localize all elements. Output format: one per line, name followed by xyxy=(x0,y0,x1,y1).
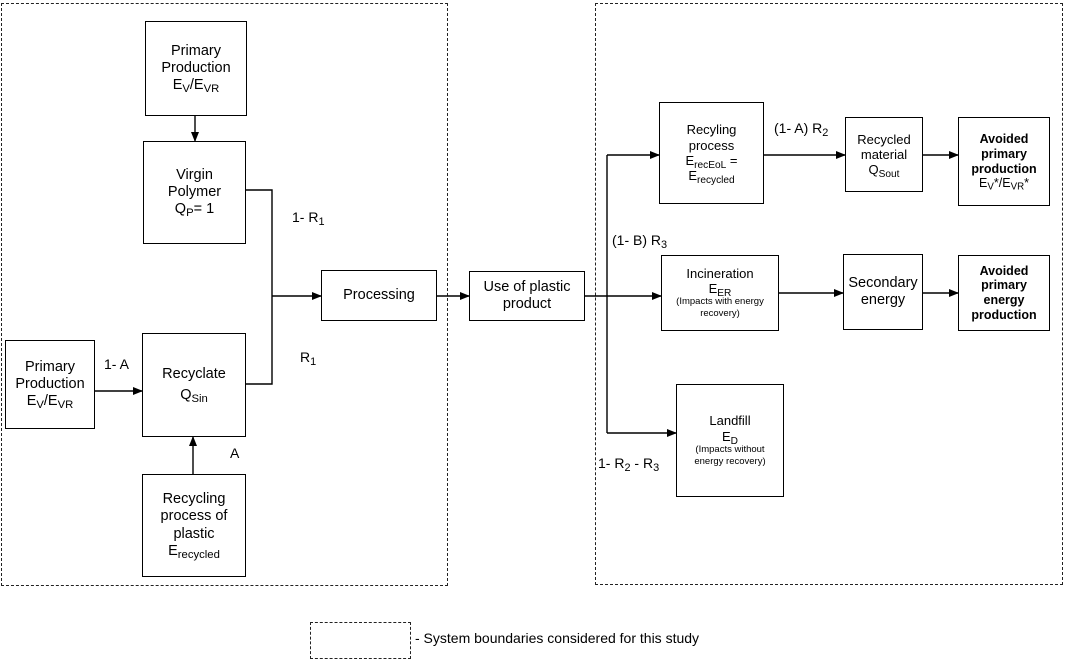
recyling-formula-1: ErecEoL = xyxy=(685,153,738,171)
landfill-box: Landfill ED (Impacts without energy reco… xyxy=(676,384,784,497)
primary-left-formula: EV/EVR xyxy=(26,393,74,412)
recycling-process-of-plastic-box: Recycling process of plastic Erecycled xyxy=(142,474,246,577)
label-one-minus-a-r2: (1- A) R2 xyxy=(774,120,829,140)
legend-text: - System boundaries considered for this … xyxy=(415,630,700,646)
secondary-energy-box: Secondary energy xyxy=(843,254,923,330)
right-system-boundary xyxy=(595,3,1063,585)
avoided-primary-production-box: Avoided primary production EV*/EVR* xyxy=(958,117,1050,206)
avoided-primary-energy-box: Avoided primary energy production xyxy=(958,255,1050,331)
label-one-minus-r1: 1- R1 xyxy=(292,209,325,229)
avoided-primary-formula: EV*/EVR* xyxy=(979,176,1029,193)
label-one-minus-r2-r3: 1- R2 - R3 xyxy=(598,455,660,475)
use-of-plastic-product-box: Use of plastic product xyxy=(469,271,585,321)
processing-box: Processing xyxy=(321,270,437,321)
recycled-material-box: Recycled material QSout xyxy=(845,117,923,192)
label-r1: R1 xyxy=(300,349,317,369)
landfill-formula: ED xyxy=(722,428,738,447)
virgin-polymer-box: Virgin Polymer QP= 1 xyxy=(143,141,246,244)
recycled-material-formula: QSout xyxy=(868,162,900,180)
recyling-process-box: Recyling process ErecEoL = Erecycled xyxy=(659,102,764,204)
recyclate-formula: QSin xyxy=(180,387,208,406)
recyling-formula-2: Erecycled xyxy=(688,168,735,187)
primary-production-top-box: Primary Production EV/EVR xyxy=(145,21,247,116)
incineration-box: Incineration EER (Impacts with energy re… xyxy=(661,255,779,331)
label-a: A xyxy=(230,445,240,461)
recycling-bottom-formula: Erecycled xyxy=(168,542,220,561)
line-recyclate-to-junction xyxy=(246,296,273,385)
virgin-formula: QP= 1 xyxy=(174,201,215,220)
incineration-formula: EER xyxy=(708,281,732,299)
primary-production-left-box: Primary Production EV/EVR xyxy=(5,340,95,429)
line-virgin-to-junction xyxy=(246,189,273,296)
left-system-boundary xyxy=(1,3,448,586)
legend-swatch xyxy=(310,622,411,659)
primary-top-formula: EV/EVR xyxy=(172,77,220,96)
label-one-minus-a: 1- A xyxy=(104,356,129,372)
recyclate-box: Recyclate QSin xyxy=(142,333,246,437)
label-one-minus-b-r3: (1- B) R3 xyxy=(612,232,668,252)
